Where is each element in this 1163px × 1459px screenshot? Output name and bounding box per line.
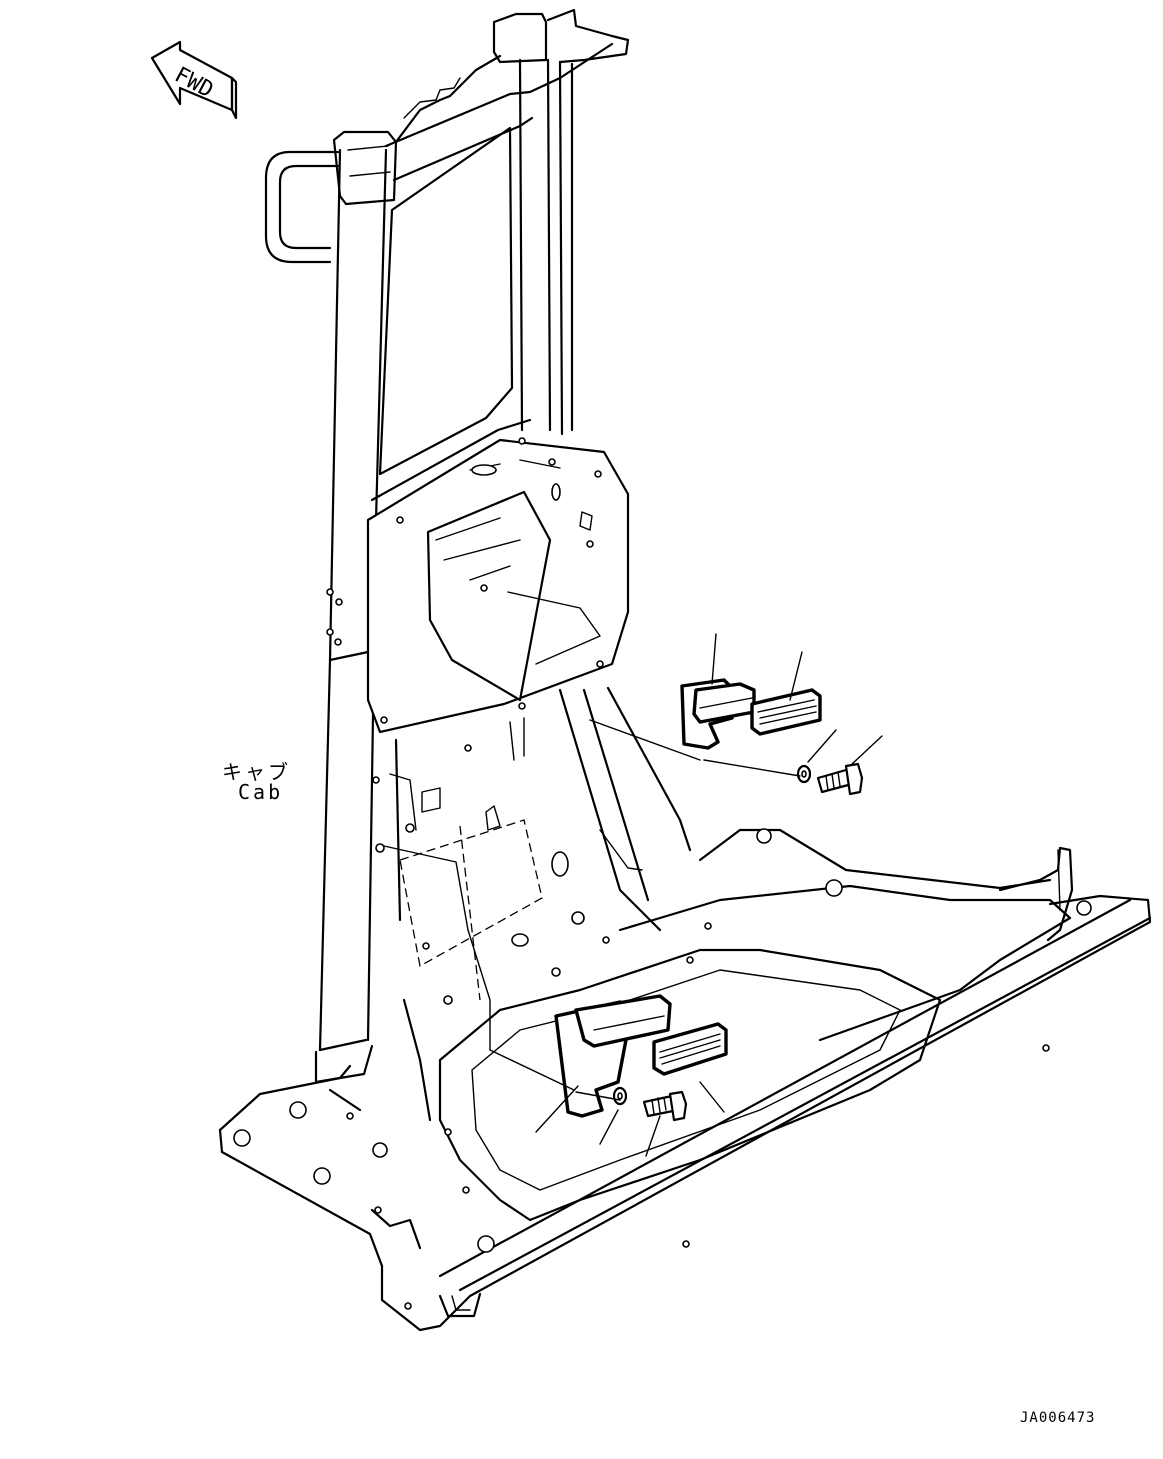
cab-label-jp: キャブ <box>222 760 291 784</box>
lower-footrest-assembly <box>383 845 728 1157</box>
fwd-arrow-icon: FWD <box>150 40 238 120</box>
handrail <box>264 150 340 264</box>
cab-label-en: Cab <box>238 780 284 804</box>
rear-pillar <box>518 58 574 436</box>
console-box <box>366 437 630 752</box>
hidden-mount-plate <box>399 805 585 1001</box>
pedestal <box>372 686 692 932</box>
drawing-code: JA006473 <box>1020 1410 1096 1426</box>
base-frame <box>218 828 1152 1332</box>
window-frame <box>370 126 532 502</box>
upper-footrest-assembly <box>589 633 883 796</box>
roof-frame <box>384 8 630 182</box>
